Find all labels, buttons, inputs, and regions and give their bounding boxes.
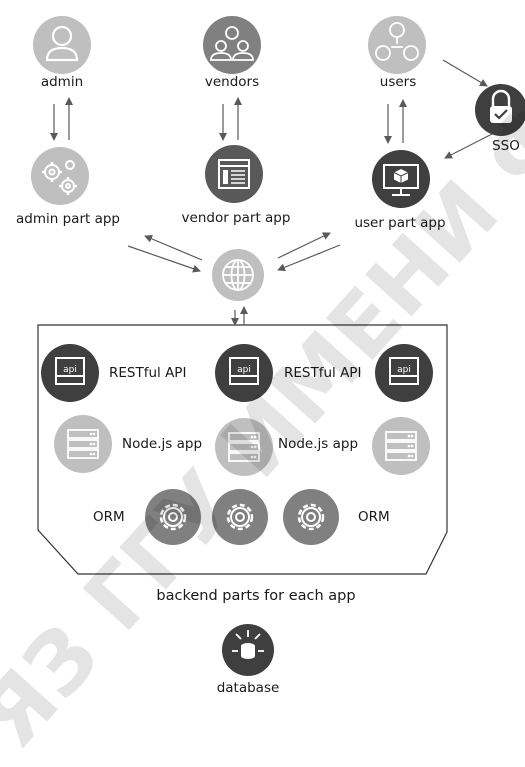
orm-label-1: ORM (93, 509, 125, 525)
nodejs-app-label-2: Node.js app (278, 436, 359, 452)
orm-gear-icon-1 (145, 489, 201, 545)
api-icon-1: api (41, 344, 99, 402)
users-icon (368, 16, 426, 74)
restful-api-label-1: RESTful API (109, 365, 187, 381)
sso-lock-icon (475, 84, 525, 136)
api-badge-text: api (237, 365, 251, 375)
orm-gear-icon-3 (283, 489, 339, 545)
admin-icon (33, 16, 91, 74)
api-icon-3: api (375, 344, 433, 402)
backend-caption: backend parts for each app (156, 588, 356, 604)
vendors-icon (203, 16, 261, 74)
internet-globe-icon (212, 249, 264, 301)
admin-app-gears-icon (31, 147, 89, 205)
database-icon (222, 624, 274, 676)
api-badge-text: api (397, 365, 411, 375)
database-label: database (216, 680, 280, 696)
api-badge-text: api (63, 365, 77, 375)
users-label: users (379, 74, 417, 90)
server-icon-1 (54, 415, 112, 473)
user-app-monitor-icon (372, 150, 430, 208)
user-app-label: user part app (354, 215, 446, 231)
admin-app-label: admin part app (16, 211, 120, 227)
nodejs-app-label-1: Node.js app (122, 436, 203, 452)
api-icon-2: api (215, 344, 273, 402)
restful-api-label-2: RESTful API (284, 365, 362, 381)
backend-container (37, 324, 448, 575)
orm-label-2: ORM (358, 509, 390, 525)
connection-arrows (50, 59, 493, 326)
architecture-diagram: api api api (31, 16, 525, 676)
orm-gear-icon-2 (212, 489, 268, 545)
vendor-app-document-icon (205, 145, 263, 203)
vendors-label: vendors (204, 74, 260, 90)
server-icon-2 (215, 418, 273, 476)
vendor-app-label: vendor part app (181, 210, 291, 226)
admin-label: admin (40, 74, 84, 90)
server-icon-3 (372, 417, 430, 475)
sso-label: SSO (492, 138, 520, 154)
